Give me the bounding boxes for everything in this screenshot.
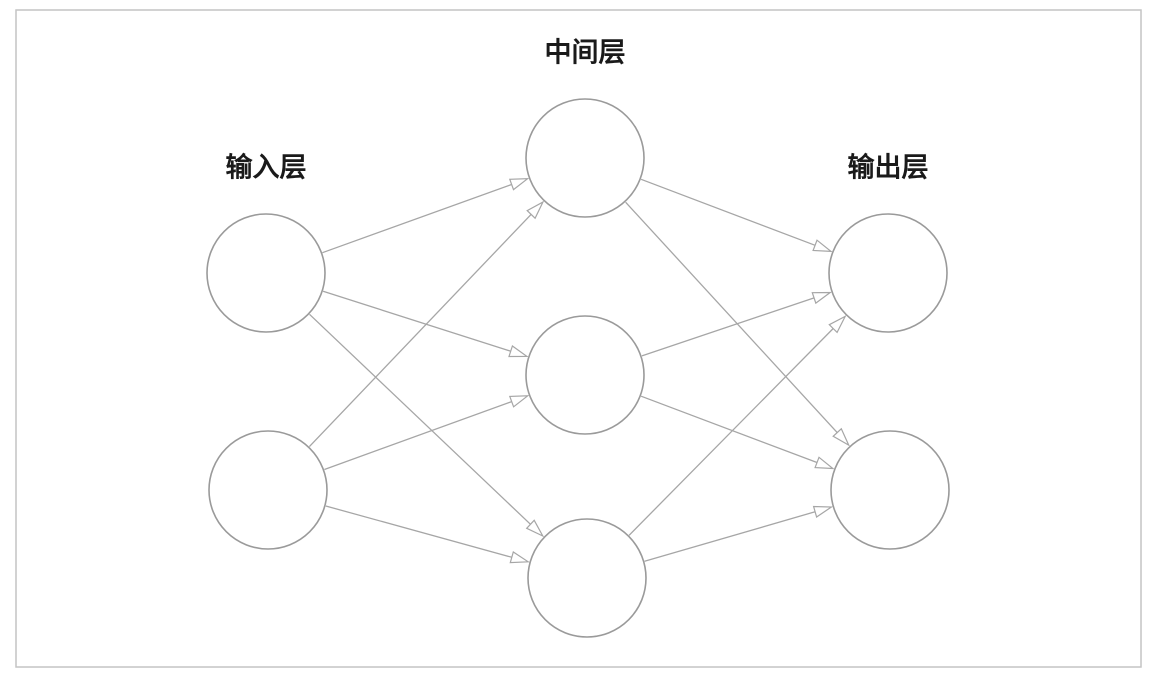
connection-line <box>644 511 816 562</box>
hidden-neuron-3 <box>527 518 647 638</box>
connection-arrow <box>325 505 531 564</box>
connection-arrow <box>640 395 835 470</box>
connection-arrow <box>309 313 545 538</box>
arrowhead-icon <box>811 291 833 305</box>
output-layer-label: 输出层 <box>848 152 929 184</box>
connection-line <box>641 297 815 357</box>
hidden-neuron-2 <box>525 315 645 435</box>
connection-arrow <box>322 178 530 254</box>
arrowhead-icon <box>812 239 833 253</box>
connection-line <box>309 313 531 525</box>
connection-line <box>308 213 532 448</box>
arrowhead-icon <box>508 178 530 191</box>
arrowhead-icon <box>814 456 835 470</box>
input-layer-label: 输入层 <box>226 152 307 184</box>
arrowhead-icon <box>526 200 545 220</box>
connection-line <box>324 400 512 471</box>
arrowhead-icon <box>525 519 545 538</box>
output-neuron-1 <box>828 213 948 333</box>
connection-line <box>625 201 838 434</box>
connection-arrow <box>625 201 851 447</box>
connection-line <box>322 183 512 254</box>
arrowhead-icon <box>832 427 851 447</box>
connection-line <box>325 505 512 558</box>
connections <box>308 178 851 564</box>
connection-arrow <box>644 505 834 562</box>
connection-line <box>640 395 818 464</box>
arrowhead-icon <box>509 551 531 564</box>
connection-arrow <box>641 291 833 357</box>
connection-line <box>640 178 816 246</box>
connection-arrow <box>628 315 847 536</box>
input-neuron-1 <box>206 213 326 333</box>
neurons <box>206 98 950 638</box>
arrowhead-icon <box>508 395 530 408</box>
connection-line <box>628 328 834 536</box>
connection-line <box>322 290 511 352</box>
connection-arrow <box>324 395 530 471</box>
hidden-layer-label: 中间层 <box>545 38 626 69</box>
connection-arrow <box>308 200 545 448</box>
arrowhead-icon <box>828 315 847 334</box>
input-neuron-2 <box>208 430 328 550</box>
hidden-neuron-1 <box>525 98 645 218</box>
diagram-frame <box>15 9 1142 668</box>
output-neuron-2 <box>830 430 950 550</box>
arrowhead-icon <box>508 345 529 358</box>
arrowhead-icon <box>812 505 834 518</box>
connection-arrow <box>640 178 833 253</box>
connection-arrow <box>322 290 529 358</box>
